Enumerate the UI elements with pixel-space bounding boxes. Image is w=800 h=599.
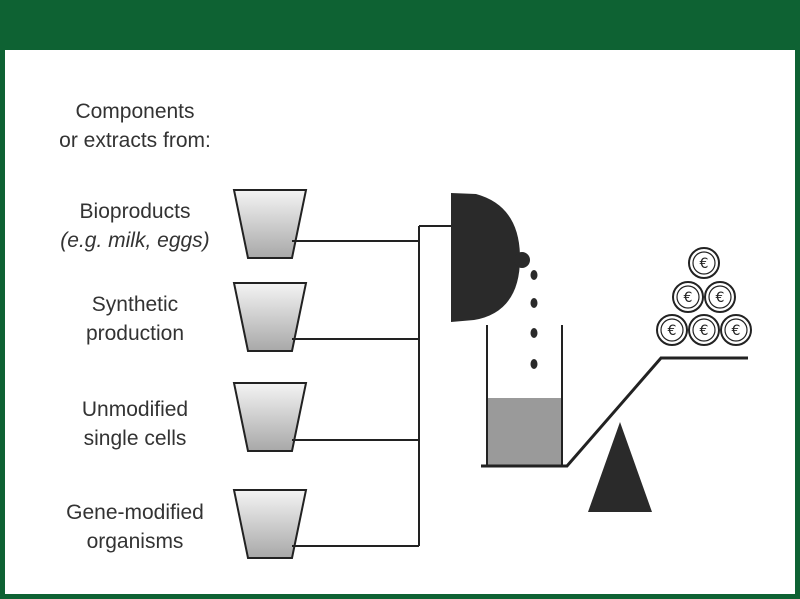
euro-symbol: € bbox=[700, 323, 709, 339]
source-label-line-2: production bbox=[85, 322, 185, 345]
balance-beam bbox=[481, 356, 748, 468]
connector-lines bbox=[292, 225, 451, 547]
heading-line-1: Components bbox=[75, 100, 195, 123]
source-label-gene-modified: Gene-modified organisms bbox=[30, 498, 240, 556]
beaker-liquid bbox=[487, 398, 562, 465]
mixer-vessel-icon bbox=[451, 193, 520, 322]
euro-symbol: € bbox=[668, 323, 677, 339]
source-label-line-1: Gene-modified bbox=[66, 501, 204, 524]
source-label-unmodified: Unmodified single cells bbox=[30, 395, 240, 453]
euro-symbol: € bbox=[732, 323, 741, 339]
euro-coin-icon: € bbox=[688, 314, 720, 346]
cup-icon bbox=[232, 189, 308, 259]
source-label-synthetic: Synthetic production bbox=[30, 290, 240, 348]
drops-icon bbox=[530, 270, 538, 369]
header-bar bbox=[0, 0, 800, 50]
source-label-bioproducts: Bioproducts (e.g. milk, eggs) bbox=[30, 197, 240, 255]
euro-coin-icon: € bbox=[656, 314, 688, 346]
fulcrum-icon bbox=[588, 422, 652, 512]
euro-symbol: € bbox=[684, 290, 693, 306]
euro-coin-icon: € bbox=[688, 247, 720, 279]
mixer-spout-icon bbox=[514, 252, 530, 268]
source-label-line-2: organisms bbox=[86, 530, 184, 553]
euro-coin-icon: € bbox=[720, 314, 752, 346]
beaker-icon bbox=[486, 325, 563, 466]
euro-symbol: € bbox=[700, 256, 709, 272]
cup-icon bbox=[232, 382, 308, 452]
euro-coin-icon: € bbox=[704, 281, 736, 313]
heading-label: Components or extracts from: bbox=[40, 97, 230, 155]
source-label-line-2: single cells bbox=[83, 427, 187, 450]
euro-coin-icon: € bbox=[672, 281, 704, 313]
heading-line-2: or extracts from: bbox=[59, 129, 211, 152]
source-label-line-2: (e.g. milk, eggs) bbox=[60, 229, 210, 252]
cup-icon bbox=[232, 282, 308, 352]
source-label-line-1: Bioproducts bbox=[79, 200, 191, 223]
source-label-line-1: Unmodified bbox=[81, 398, 189, 421]
coin-stack: € € € € € € bbox=[656, 247, 752, 346]
cup-icon bbox=[232, 489, 308, 559]
source-label-line-1: Synthetic bbox=[91, 293, 179, 316]
euro-symbol: € bbox=[716, 290, 725, 306]
